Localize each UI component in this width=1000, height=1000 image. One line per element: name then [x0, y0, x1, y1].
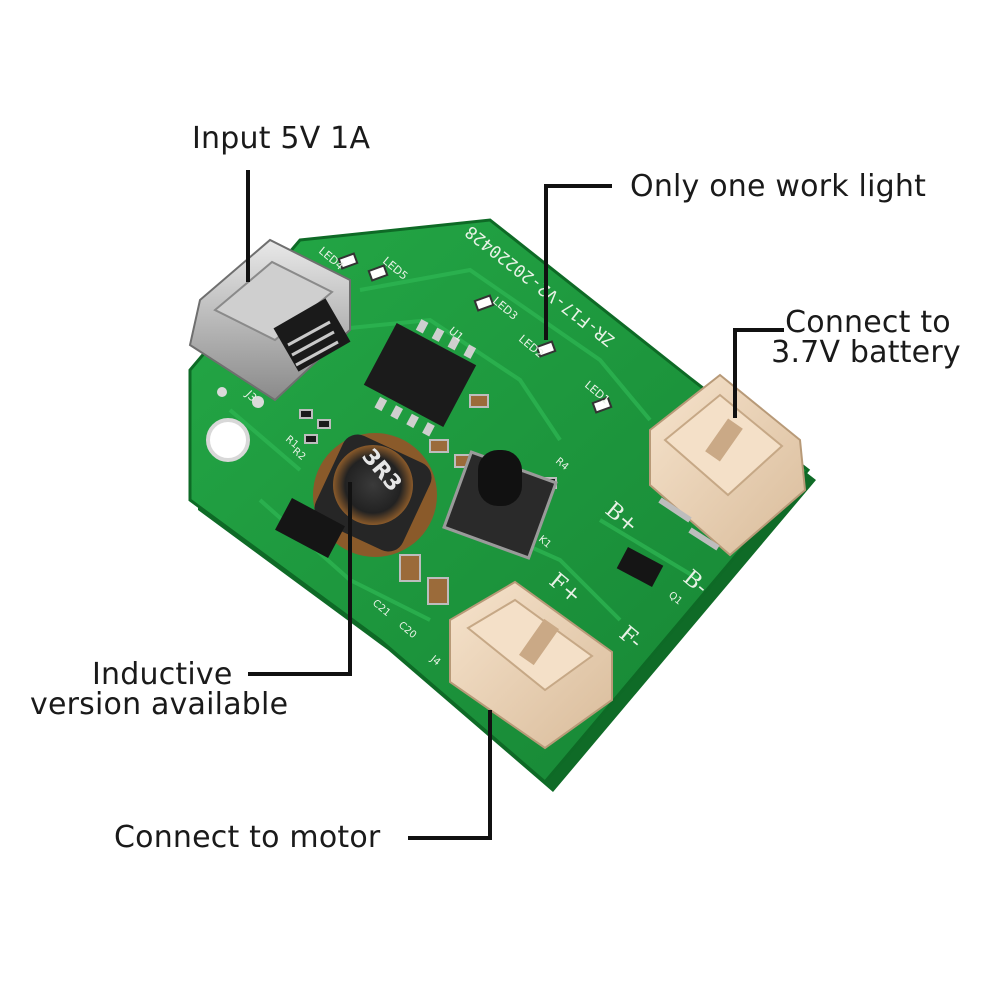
callout-line-motor: [408, 710, 492, 840]
label-inductive-line2: version available: [30, 687, 289, 722]
motor-connector: [449, 580, 613, 750]
led-2: [535, 340, 557, 358]
led-3: [473, 294, 495, 312]
ic-chip-u1: [363, 319, 477, 437]
diode-package: [275, 498, 345, 558]
callout-lines: [246, 170, 784, 840]
led-4: [337, 252, 359, 270]
label-battery-line1: Connect to: [785, 305, 951, 340]
callout-line-inductive: [248, 482, 352, 676]
led-1: [591, 396, 613, 414]
label-work-light: Only one work light: [630, 169, 927, 204]
usb-c-connector: [188, 238, 351, 402]
battery-connector: [649, 373, 807, 557]
mounting-hole: [206, 418, 250, 462]
label-input: Input 5V 1A: [192, 121, 371, 156]
label-battery-line2: 3.7V battery: [771, 335, 961, 370]
label-inductive-line1: Inductive: [92, 657, 233, 692]
transistor-q1: [616, 547, 664, 587]
led-5: [367, 264, 389, 282]
smd-passives: [299, 394, 557, 605]
tactile-switch: [442, 450, 558, 560]
callout-line-work-light: [544, 184, 612, 340]
led-indicators: [337, 252, 613, 414]
callout-line-battery: [733, 328, 784, 418]
label-motor: Connect to motor: [114, 820, 381, 855]
